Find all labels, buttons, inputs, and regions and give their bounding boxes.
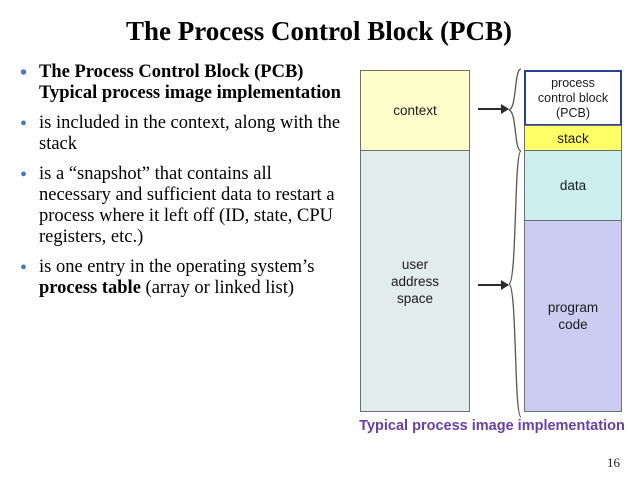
list-item-text: The Process Control Block (PCB) Typical …	[39, 62, 341, 103]
pcb-label: process control block (PCB)	[537, 75, 609, 120]
bullet-dot-icon: •	[20, 62, 28, 84]
bullet-dot-icon: •	[20, 164, 28, 186]
list-item-text: is included in the context, along with t…	[39, 113, 341, 154]
page-number: 16	[607, 455, 620, 470]
bullet-dot-icon: •	[20, 113, 28, 135]
process-image-column: process control block (PCB) stack data p…	[524, 70, 622, 412]
diagram-caption: Typical process image implementation	[359, 418, 625, 434]
user-address-space-box: user address space	[361, 151, 469, 411]
brace-bottom-icon	[508, 150, 522, 418]
bullet-list: • The Process Control Block (PCB) Typica…	[12, 62, 347, 308]
stack-box: stack	[525, 125, 621, 151]
arrow-context-to-pcb-icon	[478, 104, 509, 114]
program-code-label: program code	[547, 300, 599, 332]
list-item-text: is a “snapshot” that contains all necess…	[39, 164, 335, 247]
brace-top-icon	[508, 68, 522, 152]
user-address-space-label: user address space	[390, 256, 440, 306]
arrow-space-to-data-icon	[478, 280, 509, 290]
list-item: • is a “snapshot” that contains all nece…	[12, 164, 347, 248]
program-code-box: program code	[525, 221, 621, 411]
process-image-diagram: context user address space process contr…	[352, 62, 630, 452]
page-title: The Process Control Block (PCB)	[126, 16, 512, 46]
list-item-text-pre: is one entry in the operating system’s	[39, 257, 315, 277]
bullet-dot-icon: •	[20, 257, 28, 279]
list-item: • The Process Control Block (PCB) Typica…	[12, 62, 347, 104]
list-item-text-post: (array or linked list)	[140, 278, 295, 298]
list-item-text-emphasis: process table	[39, 278, 141, 298]
list-item: • is included in the context, along with…	[12, 113, 347, 155]
memory-image-column: context user address space	[360, 70, 470, 412]
pcb-box: process control block (PCB)	[524, 70, 622, 126]
list-item: • is one entry in the operating system’s…	[12, 257, 347, 299]
context-box: context	[361, 71, 469, 151]
data-box: data	[525, 151, 621, 221]
